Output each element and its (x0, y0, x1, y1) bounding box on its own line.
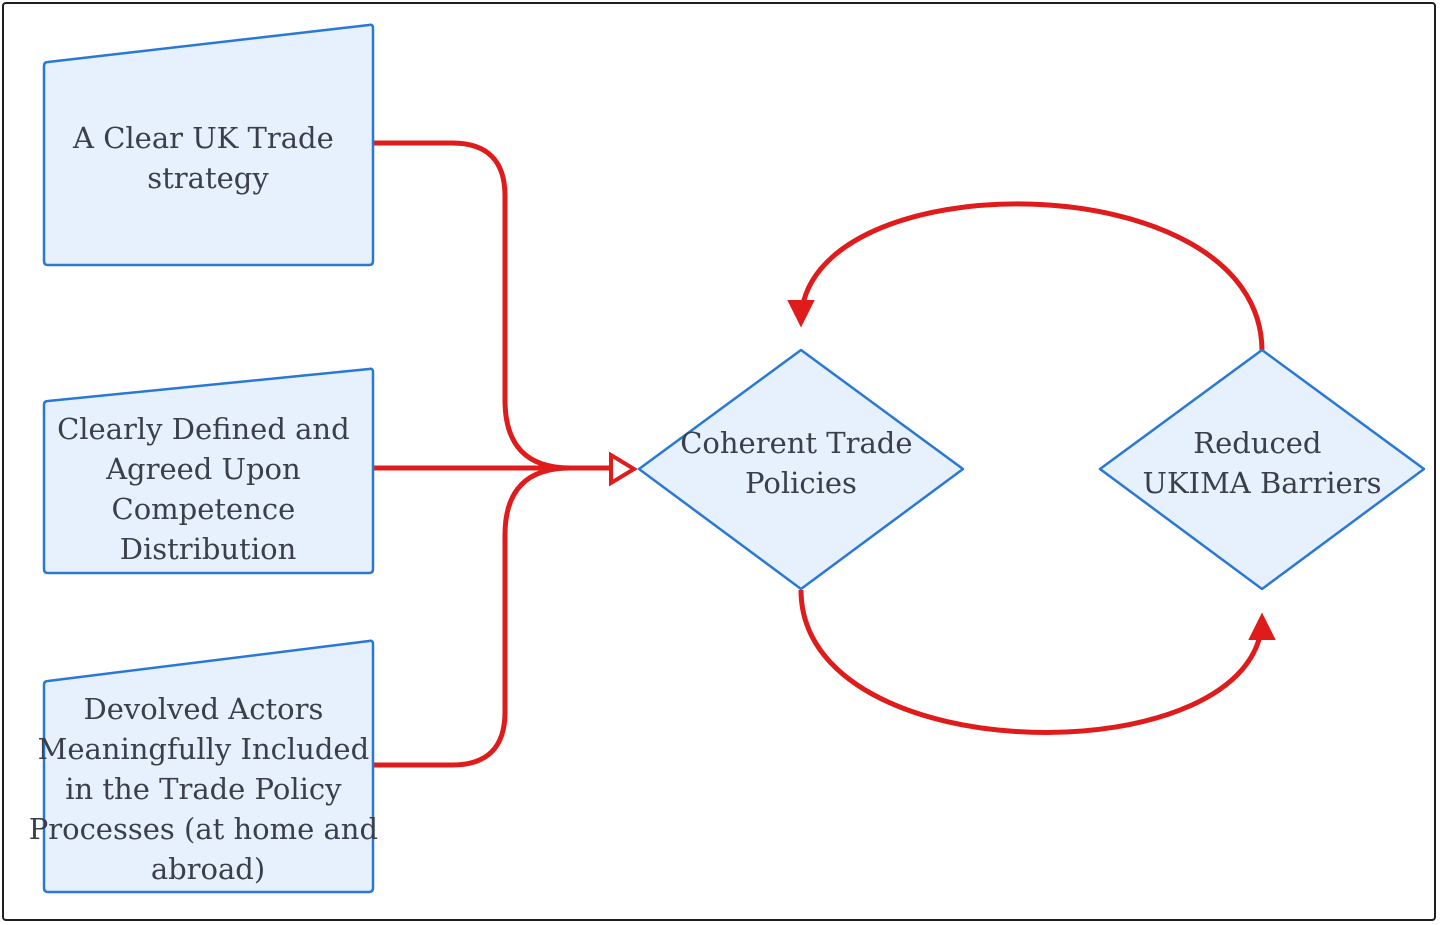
edge-coherent-to-reduced (798, 589, 1276, 735)
edge-reduced-to-coherent (787, 201, 1265, 352)
node-devolved-actors: Devolved Actors Meaningfully Included in… (29, 639, 388, 894)
node-coherent-trade-policies-line-2: Policies (745, 466, 857, 500)
node-devolved-actors-line-2: Meaningfully Included (38, 732, 370, 766)
node-coherent-trade-policies-line-1: Coherent Trade (680, 426, 912, 460)
node-devolved-actors-shape (42, 639, 375, 894)
node-reduced-ukima-barriers-line-2: UKIMA Barriers (1143, 466, 1382, 500)
node-devolved-actors-line-3: in the Trade Policy (65, 772, 342, 806)
node-coherent-trade-policies-text: Coherent Trade Policies (680, 426, 922, 500)
node-reduced-ukima-barriers-shape (1098, 348, 1426, 591)
node-devolved-actors-text: Devolved Actors Meaningfully Included in… (29, 692, 388, 886)
node-devolved-actors-line-4: Processes (at home and (29, 812, 378, 846)
node-coherent-trade-policies: Coherent Trade Policies (637, 348, 965, 591)
node-competence-distribution-line-4: Distribution (120, 532, 297, 566)
node-uk-trade-strategy-line-1: A Clear UK Trade (72, 121, 334, 155)
node-reduced-ukima-barriers-text: Reduced UKIMA Barriers (1143, 426, 1382, 500)
node-uk-trade-strategy: A Clear UK Trade strategy (42, 23, 375, 267)
node-uk-trade-strategy-shape (42, 23, 375, 267)
node-reduced-ukima-barriers: Reduced UKIMA Barriers (1098, 348, 1426, 591)
node-reduced-ukima-barriers-line-1: Reduced (1193, 426, 1321, 460)
node-competence-distribution-text: Clearly Defined and Agreed Upon Competen… (57, 412, 359, 566)
node-competence-distribution-shape (42, 367, 375, 575)
edge-devolved-to-coherent (373, 465, 610, 768)
node-competence-distribution: Clearly Defined and Agreed Upon Competen… (42, 367, 375, 575)
node-competence-distribution-line-2: Agreed Upon (105, 452, 301, 486)
merge-arrowhead (609, 451, 638, 487)
edges (373, 140, 1276, 768)
node-devolved-actors-line-1: Devolved Actors (83, 692, 323, 726)
node-coherent-trade-policies-shape (637, 348, 965, 591)
node-competence-distribution-line-3: Competence (112, 492, 296, 526)
edge-strategy-to-coherent (373, 140, 610, 471)
node-uk-trade-strategy-line-2: strategy (147, 161, 269, 195)
node-devolved-actors-line-5: abroad) (151, 852, 265, 886)
node-competence-distribution-line-1: Clearly Defined and (57, 412, 350, 446)
node-uk-trade-strategy-text: A Clear UK Trade strategy (72, 121, 343, 195)
